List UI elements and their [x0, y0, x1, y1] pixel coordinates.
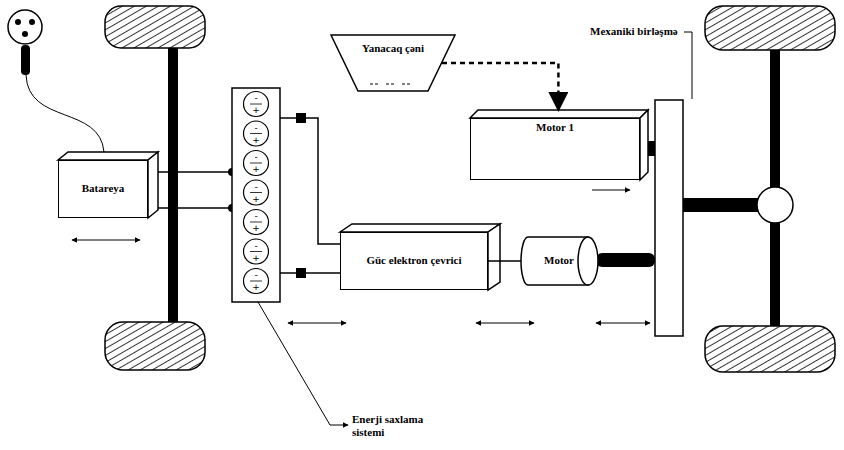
motor-shaft — [596, 253, 655, 267]
polarity-sign: + — [251, 136, 261, 145]
charging-plug — [8, 10, 104, 152]
polarity-sign: + — [251, 254, 261, 263]
battery-box: Batareya — [58, 160, 148, 218]
converter-box: Güc elektron çevrici — [340, 232, 488, 290]
polarity-sign: + — [251, 195, 261, 204]
polarity-sign: + — [251, 165, 261, 174]
cell — [244, 92, 269, 294]
connector-line — [488, 260, 521, 262]
polarity-sign: - — [251, 124, 261, 133]
wheel — [105, 6, 835, 372]
axle — [168, 48, 178, 322]
polarity-sign: - — [251, 212, 261, 221]
power-flow-arrow — [72, 190, 650, 323]
energy-storage-stack — [232, 88, 280, 302]
polarity-sign: + — [251, 283, 261, 292]
terminal — [296, 268, 306, 278]
engine-shaft — [648, 141, 655, 156]
node-label: Batareya — [78, 180, 129, 197]
node-label: Motor 1 — [532, 119, 578, 136]
part-label: Mexaniki birləşmə — [590, 25, 678, 38]
wire — [306, 118, 340, 273]
differential — [757, 187, 793, 223]
wire — [158, 172, 232, 208]
polarity-sign: - — [251, 94, 261, 103]
node-label: Yanacaq çəni — [358, 40, 428, 57]
polarity-sign: + — [251, 106, 261, 115]
part-label: Enerji saxlama sistemi — [352, 413, 442, 438]
leader-line — [684, 32, 692, 33]
node-label: Güc elektron çevrici — [362, 252, 465, 269]
polarity-sign: - — [251, 183, 261, 192]
leader-line — [692, 32, 693, 99]
mechanical-coupling — [655, 100, 683, 336]
leader-line — [258, 302, 348, 425]
fuel-tank: Yanacaq çəni — [330, 34, 456, 92]
polarity-sign: - — [251, 153, 261, 162]
drive-shaft — [683, 198, 763, 212]
polarity-sign: - — [251, 242, 261, 251]
terminal — [296, 113, 306, 123]
motor-cylinder: Motor — [520, 236, 598, 286]
polarity-sign: + — [251, 224, 261, 233]
box-face — [58, 110, 648, 290]
engine-box: Motor 1 — [470, 118, 640, 180]
polarity-sign: - — [251, 271, 261, 280]
fuel-flow-arrow — [442, 63, 558, 110]
node-label: Motor — [540, 252, 578, 269]
